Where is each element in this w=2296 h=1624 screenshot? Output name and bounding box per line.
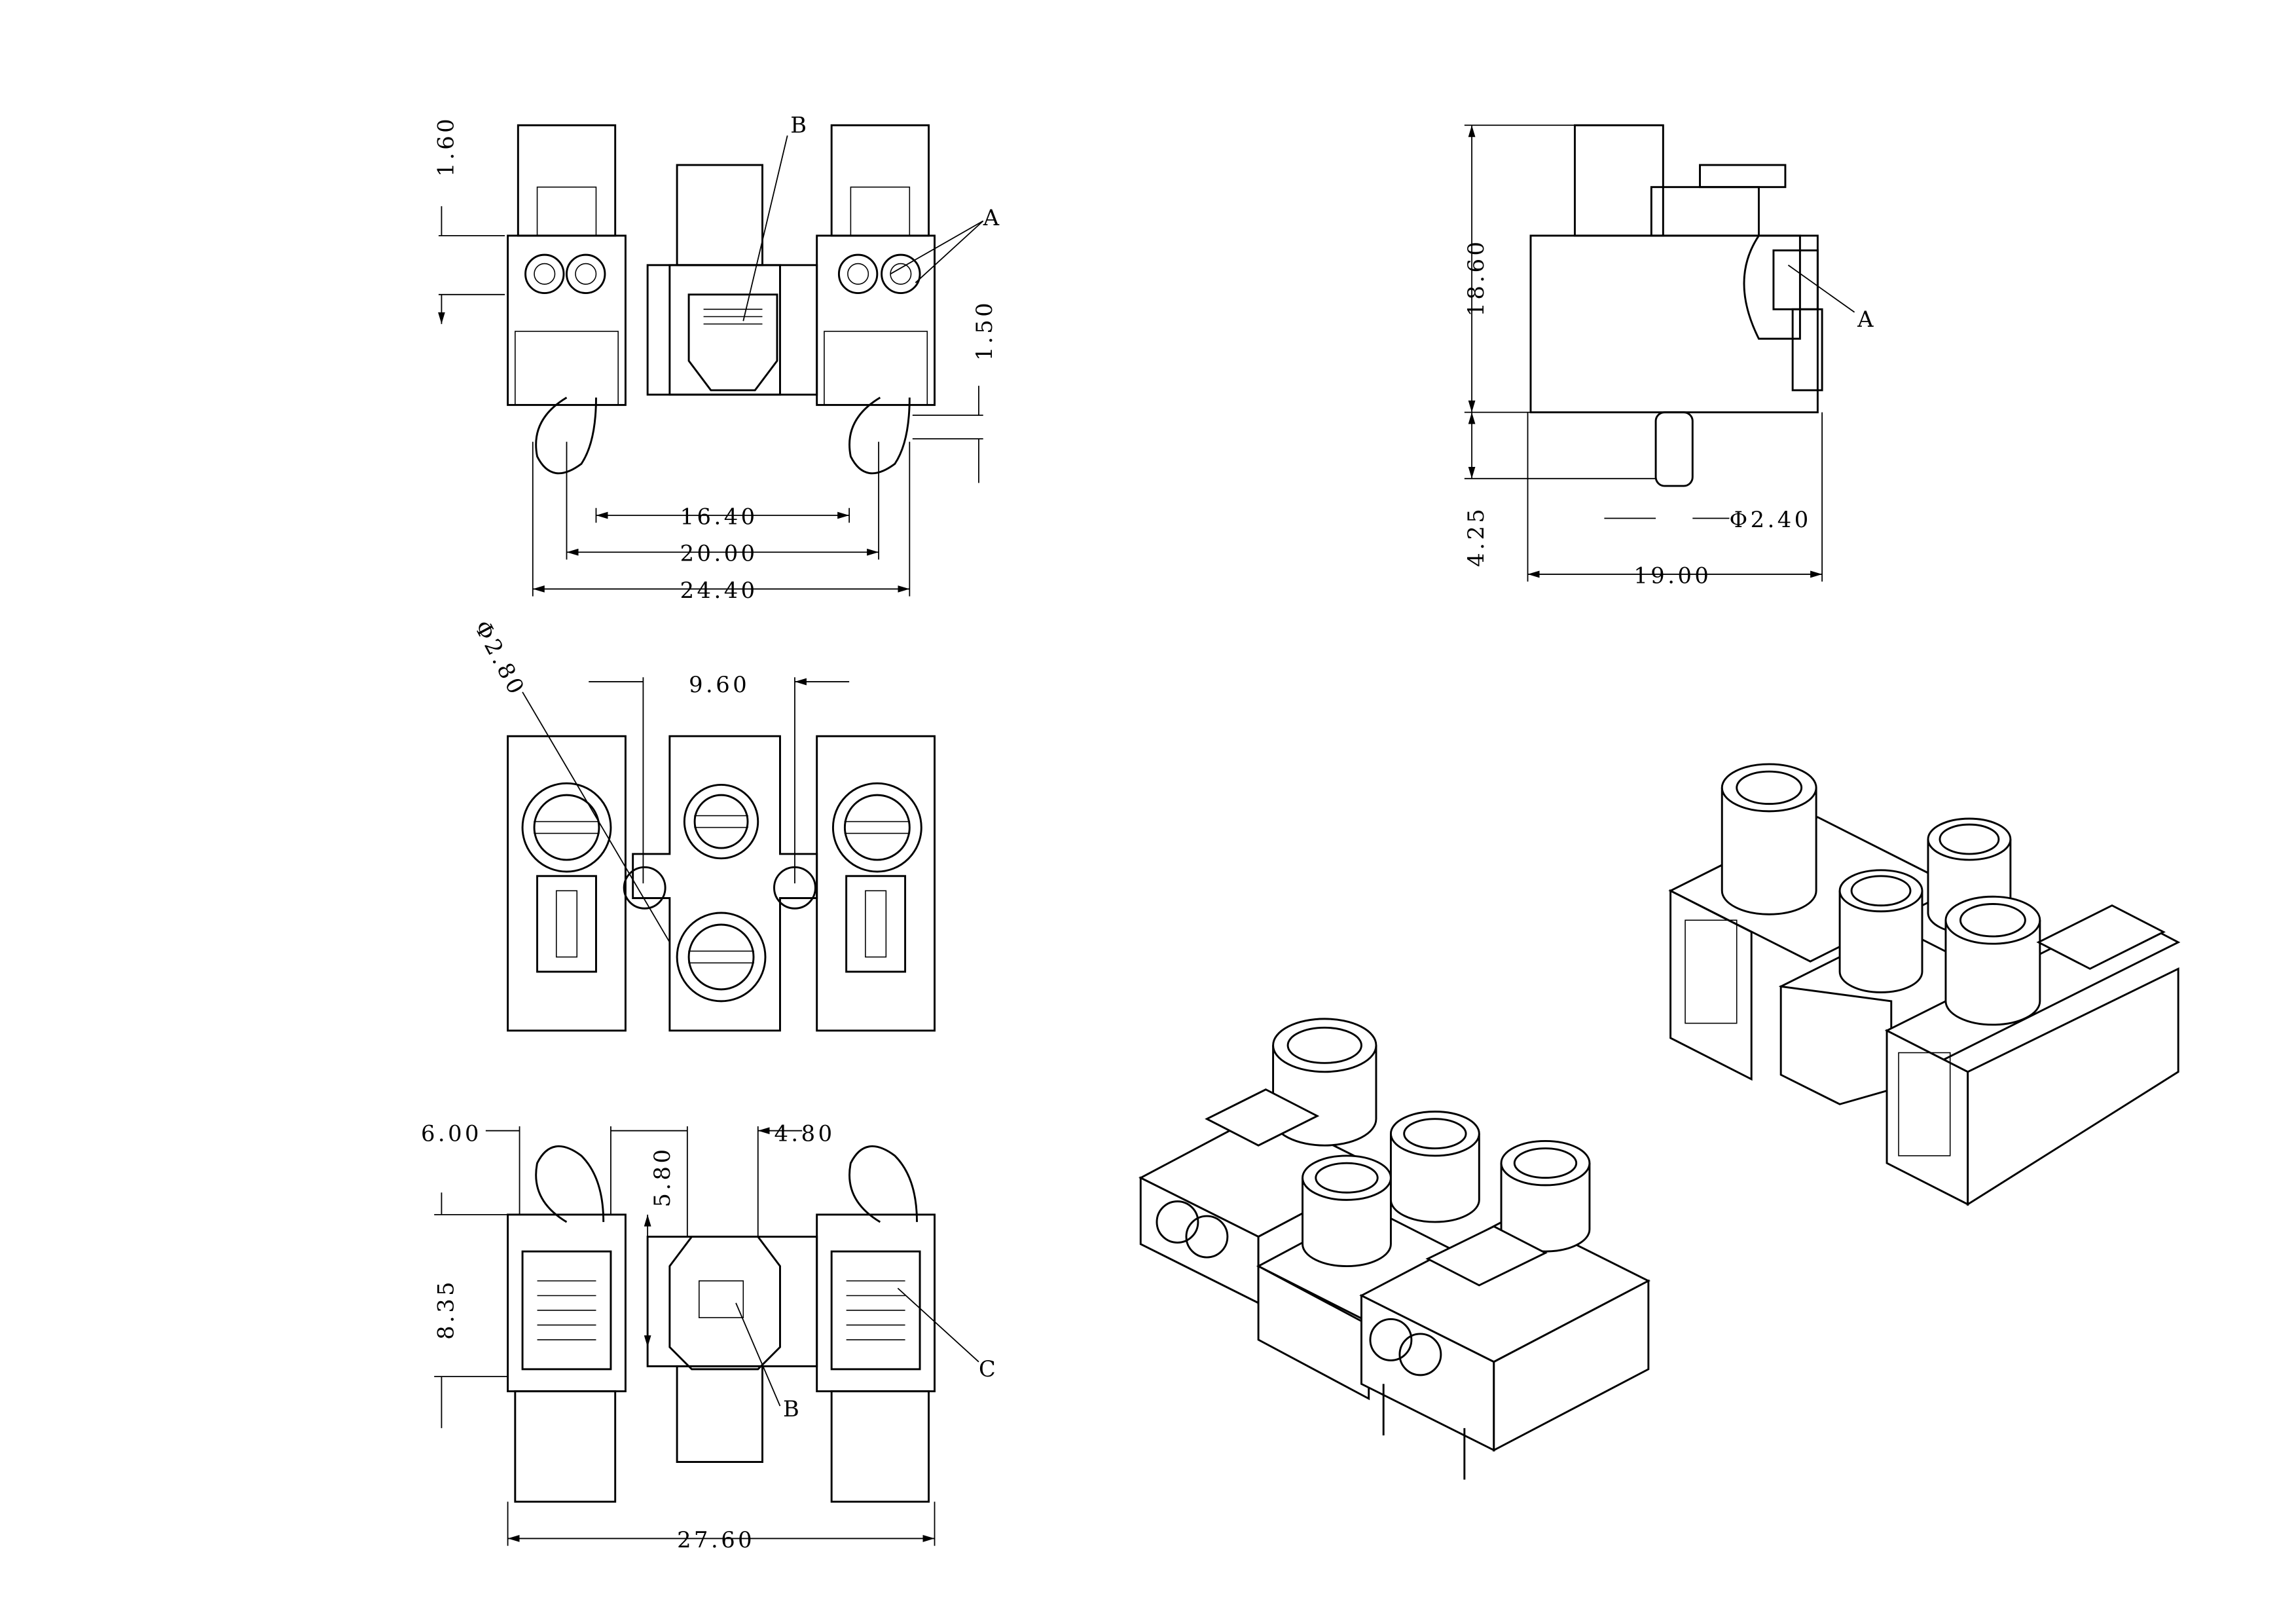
callout-c: C	[979, 1356, 998, 1382]
dim-dia-2-80: Φ2.80	[469, 616, 530, 701]
top-view: 9.60 Φ2.80	[469, 616, 936, 1032]
dim-1-50: 1.50	[972, 300, 997, 361]
dim-18-60: 18.60	[1463, 239, 1489, 317]
front-view: 1.60 1.50 16.40 20.00 24.40 B A	[433, 113, 1002, 603]
dim-6-00: 6.00	[421, 1120, 482, 1146]
dim-16-40: 16.40	[680, 504, 758, 530]
dim-19-00: 19.00	[1633, 563, 1711, 588]
callout-a: A	[983, 205, 1002, 231]
dim-5-80: 5.80	[649, 1147, 675, 1208]
dim-4-80: 4.80	[774, 1120, 835, 1146]
dim-20-00: 20.00	[680, 541, 758, 566]
dim-27-60: 27.60	[677, 1527, 755, 1553]
callout-b: B	[790, 113, 809, 138]
dim-1-60: 1.60	[433, 116, 458, 177]
callout-a-side: A	[1857, 306, 1876, 332]
dim-4-25: 4.25	[1463, 506, 1489, 567]
callout-b-bottom: B	[783, 1396, 802, 1422]
side-view: 18.60 4.25 Φ2.40 19.00 A	[1463, 124, 1876, 588]
dim-9-60: 9.60	[689, 672, 750, 697]
dim-8-35: 8.35	[433, 1279, 458, 1340]
isometric-view-front	[1139, 1018, 1651, 1480]
isometric-view-back	[1668, 763, 2181, 1206]
dim-dia-2-40: Φ2.40	[1729, 507, 1811, 532]
dim-24-40: 24.40	[680, 578, 758, 603]
bottom-view: 6.00 4.80 5.80 8.35 27.60 B C	[421, 1120, 998, 1553]
